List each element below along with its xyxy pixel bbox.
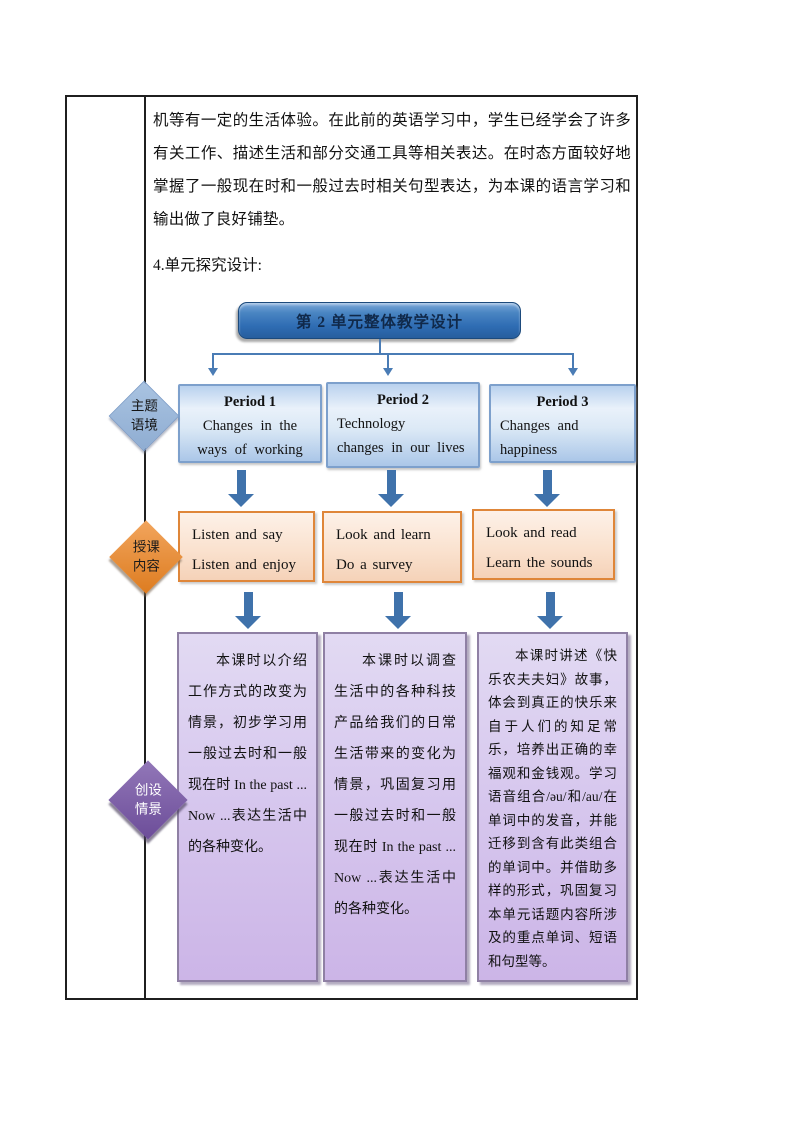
activity-2-line1: Look and learn xyxy=(336,527,431,543)
period-1-box: Period 1 Changes in the ways of working xyxy=(178,384,322,463)
teaching-content-diamond-label: 授课 内容 xyxy=(132,539,160,573)
connector-title-stem xyxy=(379,339,381,354)
period-2-box: Period 2 Technology changes in our lives xyxy=(326,382,480,468)
connector-branch-left xyxy=(212,353,214,369)
period-1-title: Period 1 xyxy=(224,394,276,410)
down-arrow-icon xyxy=(378,470,404,507)
arrow-head-center-icon xyxy=(383,368,393,376)
connector-branch-center xyxy=(387,353,389,369)
theme-context-diamond-label: 主题 语境 xyxy=(130,398,158,432)
connector-branch-right xyxy=(572,353,574,369)
description-3-text: 本课时讲述《快乐农夫夫妇》故事，体会到真正的快乐来自于人们的知足常乐，培养出正确… xyxy=(488,648,617,969)
connector-horizontal-line xyxy=(212,353,574,355)
activity-1-line1: Listen and say xyxy=(192,527,283,543)
flowchart-title-label: 第 2 单元整体教学设计 xyxy=(295,313,463,331)
activity-3-line2: Learn the sounds xyxy=(486,555,593,571)
activity-2-line2: Do a survey xyxy=(336,557,413,573)
period-2-line2: changes in our lives xyxy=(337,440,465,456)
period-2-title: Period 2 xyxy=(377,392,429,408)
activity-3-box: Look and read Learn the sounds xyxy=(472,509,615,580)
flowchart-title-box: 第 2 单元整体教学设计 xyxy=(238,302,521,339)
description-1-text: 本课时以介绍工作方式的改变为情景，初步学习用一般过去时和一般现在时 In the… xyxy=(188,654,307,855)
activity-2-box: Look and learn Do a survey xyxy=(322,511,462,583)
period-1-line2: ways of working xyxy=(197,442,303,458)
period-1-line1: Changes in the xyxy=(202,418,298,434)
description-3-box: 本课时讲述《快乐农夫夫妇》故事，体会到真正的快乐来自于人们的知足常乐，培养出正确… xyxy=(477,632,628,982)
down-arrow-icon xyxy=(537,592,563,629)
down-arrow-icon xyxy=(235,592,261,629)
down-arrow-icon xyxy=(228,470,254,507)
down-arrow-icon xyxy=(534,470,560,507)
period-3-box: Period 3 Changes and happiness xyxy=(489,384,636,463)
activity-3-line1: Look and read xyxy=(486,525,577,541)
down-arrow-icon xyxy=(385,592,411,629)
description-1-box: 本课时以介绍工作方式的改变为情景，初步学习用一般过去时和一般现在时 In the… xyxy=(177,632,318,982)
intro-paragraph: 机等有一定的生活体验。在此前的英语学习中，学生已经学会了许多有关工作、描述生活和… xyxy=(153,112,631,228)
section-heading: 4.单元探究设计: xyxy=(153,257,262,274)
description-2-box: 本课时以调查生活中的各种科技产品给我们的日常生活带来的变化为情景，巩固复习用一般… xyxy=(323,632,467,982)
description-2-text: 本课时以调查生活中的各种科技产品给我们的日常生活带来的变化为情景，巩固复习用一般… xyxy=(334,654,456,917)
activity-1-line2: Listen and enjoy xyxy=(192,557,296,573)
activity-1-box: Listen and say Listen and enjoy xyxy=(178,511,315,582)
scenario-creation-diamond-label: 创设 情景 xyxy=(134,782,162,816)
period-3-title: Period 3 xyxy=(536,394,589,410)
period-3-line1: Changes and xyxy=(500,418,579,434)
arrow-head-left-icon xyxy=(208,368,218,376)
table-border xyxy=(65,95,638,1000)
period-2-line1: Technology xyxy=(337,416,406,432)
arrow-head-right-icon xyxy=(568,368,578,376)
period-3-line2: happiness xyxy=(500,442,558,458)
